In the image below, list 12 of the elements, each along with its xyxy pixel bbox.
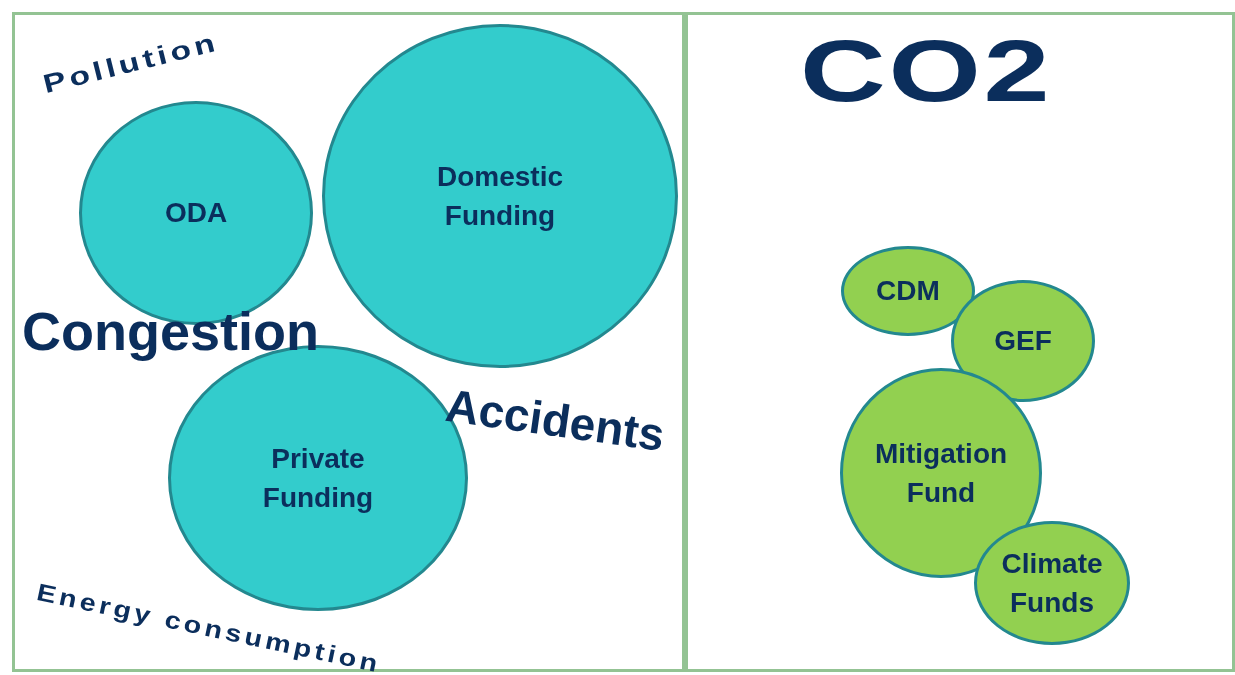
panel-frame [685, 12, 1235, 672]
bubble-label: GEF [993, 324, 1053, 359]
bubble-label: Domestic Funding [435, 159, 564, 233]
bubble-label: CDM [875, 274, 941, 309]
bubble-label: Mitigation Fund [873, 436, 1009, 510]
bubble-label: ODA [163, 196, 229, 231]
bubble-label: Private Funding [261, 441, 375, 515]
word-art-text: Congestion [22, 300, 319, 362]
panel-frame [12, 12, 685, 672]
word-art-text: CO2 [800, 20, 1053, 122]
bubble-label: Climate Funds [1000, 546, 1104, 620]
word-art-text: Accidents [442, 378, 668, 463]
